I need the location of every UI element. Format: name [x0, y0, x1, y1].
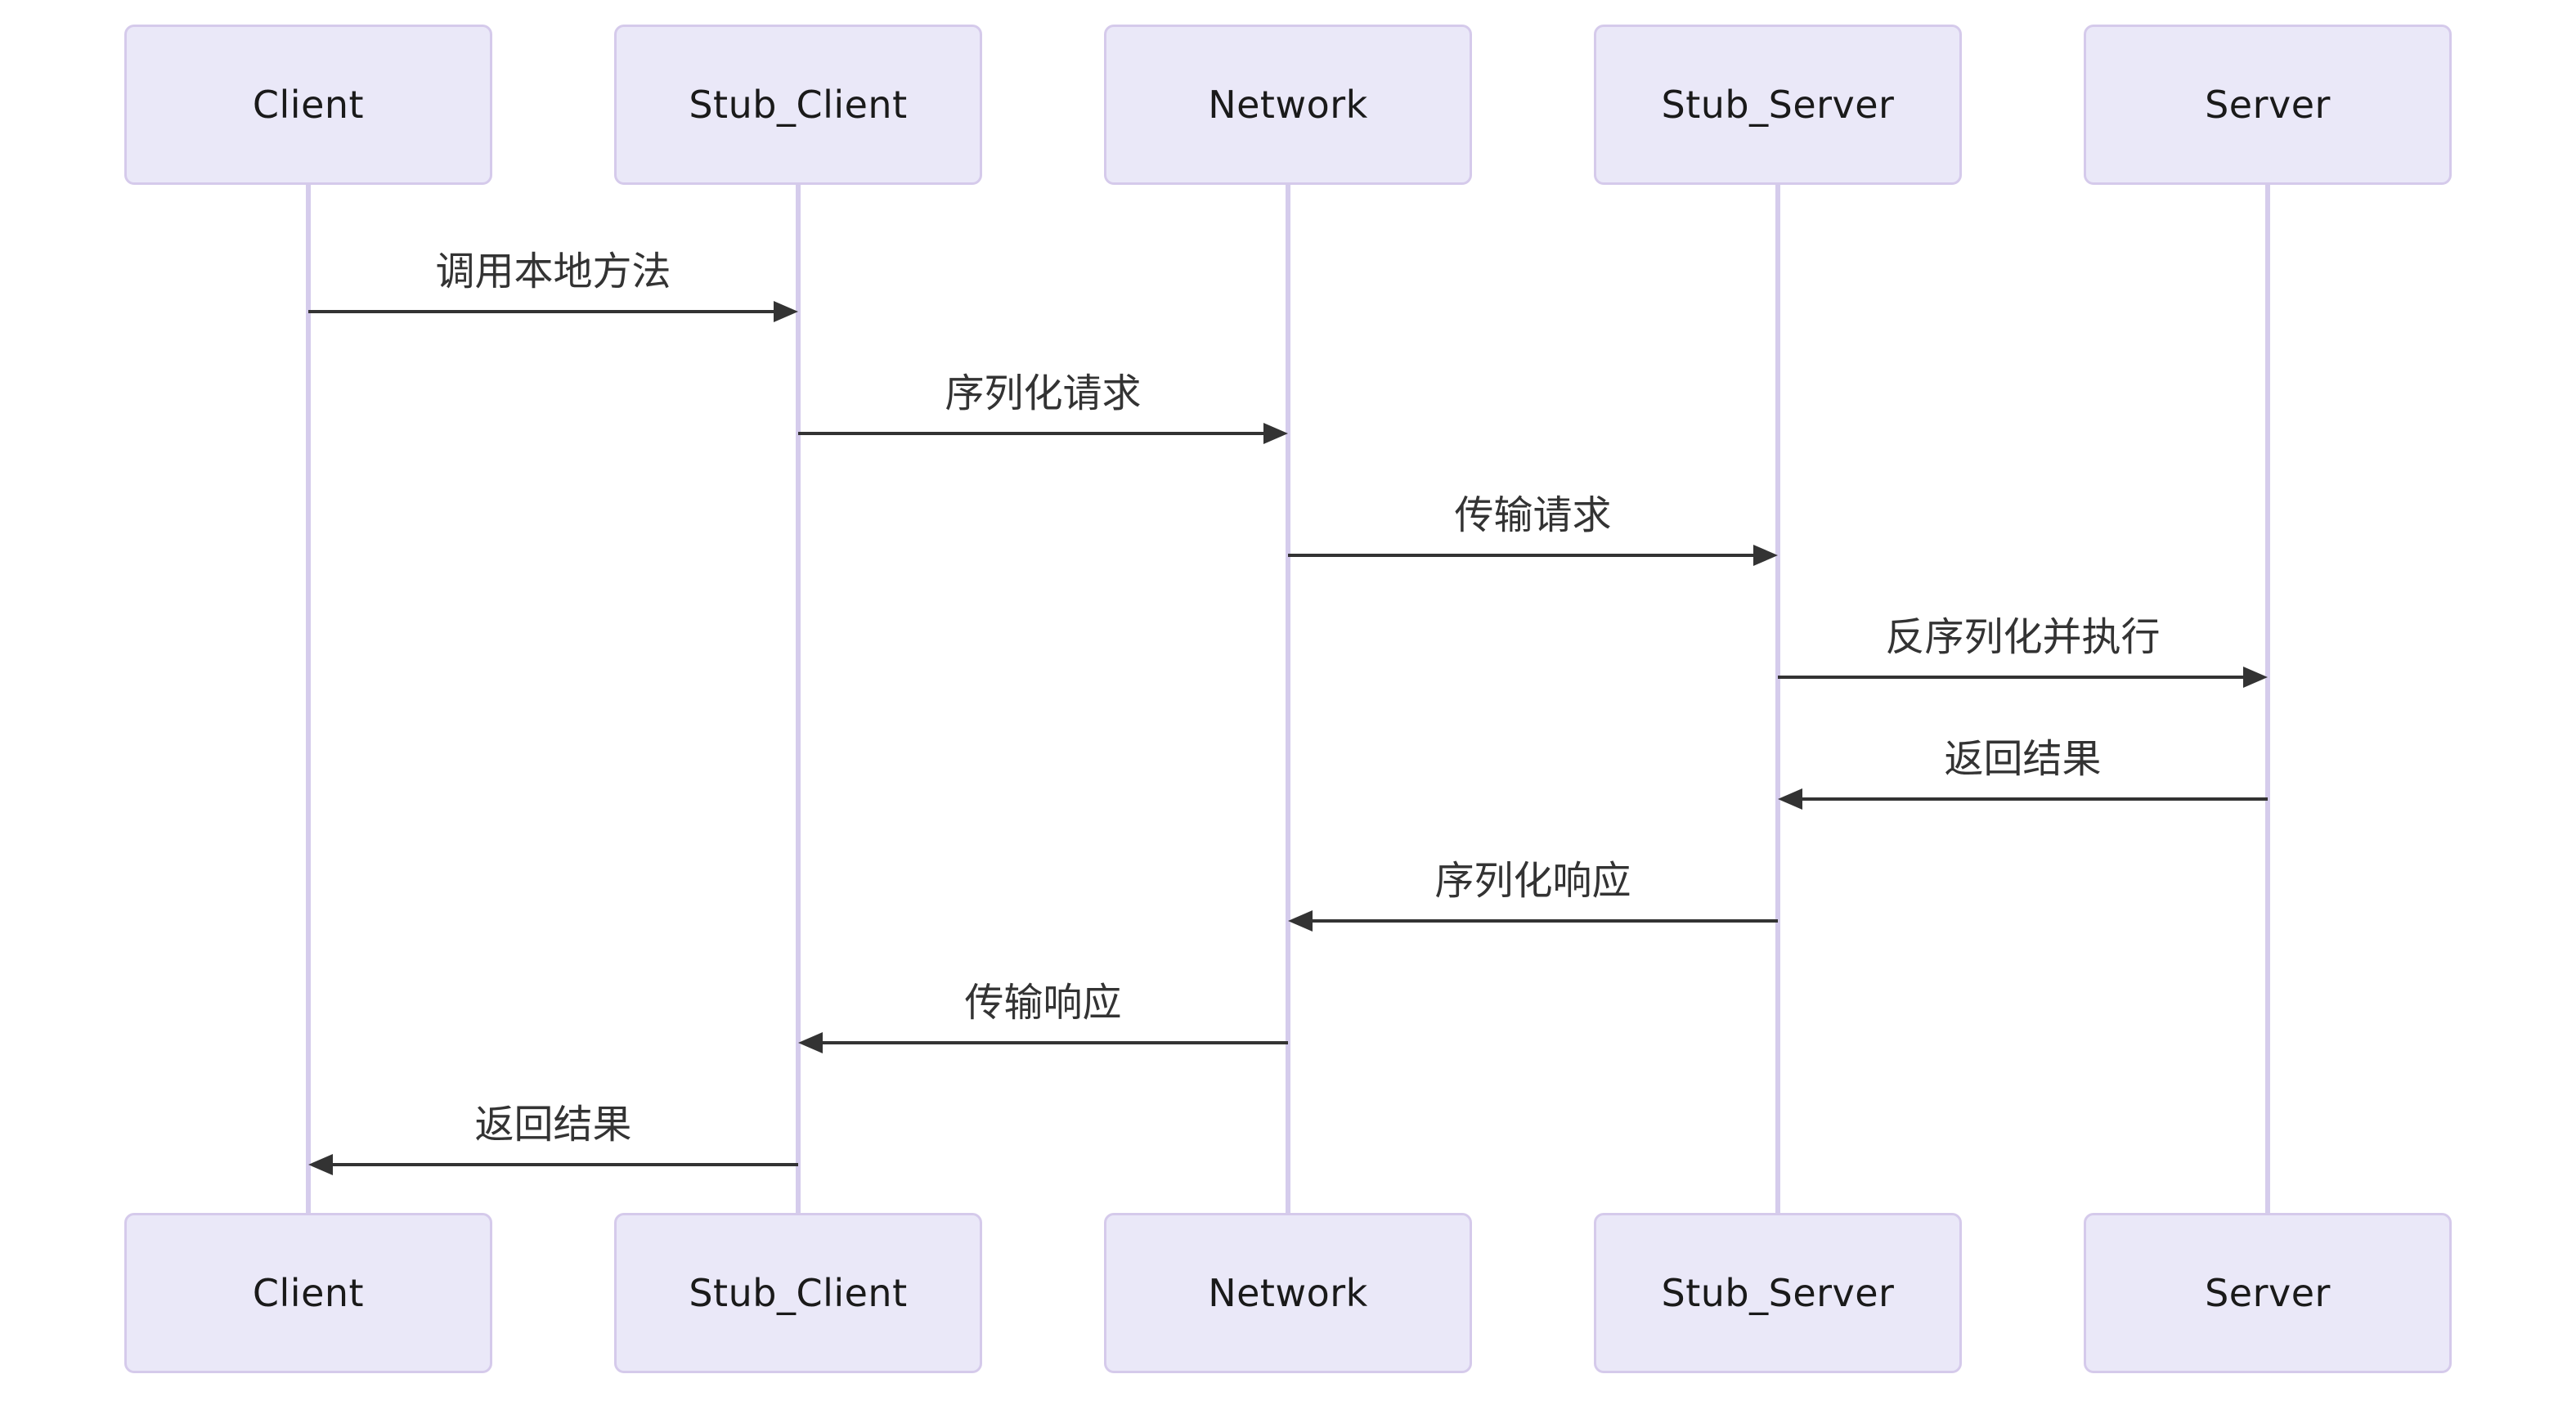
message-label-2: 传输请求 — [1454, 492, 1612, 538]
message-arrowhead-icon — [798, 1032, 823, 1053]
participant-label: Server — [2205, 83, 2331, 127]
lifeline-stub-server — [1775, 185, 1780, 1213]
participant-bottom-server: Server — [2084, 1213, 2452, 1373]
message-arrowhead-icon — [2243, 667, 2268, 688]
lifeline-client — [306, 185, 311, 1213]
participant-top-server: Server — [2084, 25, 2452, 185]
message-arrowhead-icon — [774, 301, 798, 322]
message-arrow-1 — [798, 432, 1267, 435]
participant-bottom-network: Network — [1104, 1213, 1472, 1373]
message-arrowhead-icon — [1288, 910, 1313, 932]
participant-bottom-stub-server: Stub_Server — [1594, 1213, 1962, 1373]
participant-top-network: Network — [1104, 25, 1472, 185]
participant-label: Stub_Client — [689, 1271, 908, 1315]
lifeline-network — [1286, 185, 1290, 1213]
message-arrow-2 — [1288, 554, 1757, 557]
message-arrow-7 — [330, 1163, 798, 1166]
message-arrow-5 — [1309, 919, 1778, 923]
message-arrowhead-icon — [308, 1154, 333, 1175]
message-label-4: 返回结果 — [1944, 736, 2102, 782]
message-arrowhead-icon — [1778, 788, 1802, 810]
lifeline-stub-client — [796, 185, 801, 1213]
message-arrow-6 — [819, 1041, 1288, 1044]
lifeline-server — [2265, 185, 2270, 1213]
message-label-5: 序列化响应 — [1434, 858, 1631, 904]
message-arrowhead-icon — [1263, 423, 1288, 444]
participant-bottom-stub-client: Stub_Client — [614, 1213, 982, 1373]
participant-label: Network — [1208, 1271, 1368, 1315]
message-label-0: 调用本地方法 — [435, 249, 671, 294]
message-label-6: 传输响应 — [964, 980, 1122, 1026]
participant-label: Network — [1208, 83, 1368, 127]
participant-top-stub-server: Stub_Server — [1594, 25, 1962, 185]
message-label-3: 反序列化并执行 — [1885, 614, 2161, 660]
message-arrow-0 — [308, 310, 777, 313]
message-arrow-4 — [1799, 797, 2268, 801]
participant-bottom-client: Client — [124, 1213, 492, 1373]
message-label-7: 返回结果 — [474, 1102, 632, 1147]
message-arrowhead-icon — [1753, 545, 1778, 566]
message-label-1: 序列化请求 — [945, 370, 1142, 416]
participant-label: Stub_Client — [689, 83, 908, 127]
participant-label: Client — [252, 83, 365, 127]
participant-label: Stub_Server — [1661, 83, 1895, 127]
participant-label: Stub_Server — [1661, 1271, 1895, 1315]
participant-top-stub-client: Stub_Client — [614, 25, 982, 185]
message-arrow-3 — [1778, 676, 2246, 679]
participant-top-client: Client — [124, 25, 492, 185]
participant-label: Client — [252, 1271, 365, 1315]
participant-label: Server — [2205, 1271, 2331, 1315]
